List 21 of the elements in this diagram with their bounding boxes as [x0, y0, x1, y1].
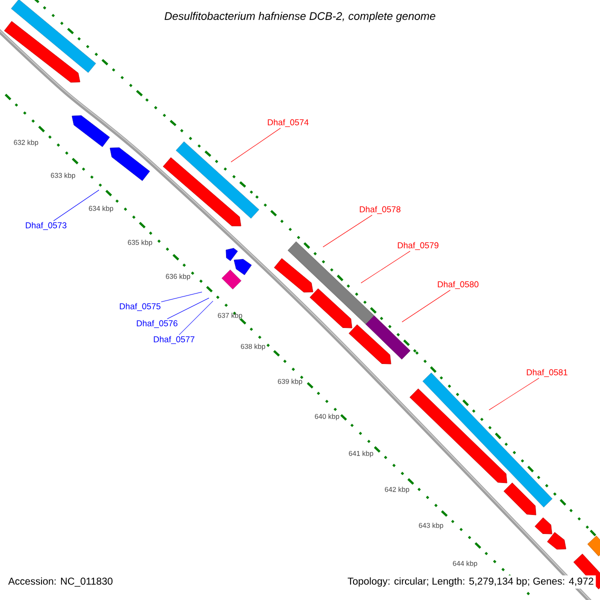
- gene-label: Dhaf_0574: [268, 119, 309, 127]
- gene-label: Dhaf_0580: [438, 281, 478, 289]
- leader-line: [402, 290, 450, 322]
- gene-label: Dhaf_0579: [398, 242, 438, 250]
- leader-line: [488, 378, 540, 410]
- leader-line: [360, 250, 410, 284]
- leader-line: [167, 298, 210, 320]
- leader-line: [53, 190, 100, 222]
- gene-label: Dhaf_0576: [136, 320, 178, 328]
- accession-label: Accession: NC_011830: [6, 575, 115, 589]
- gene-label: Dhaf_0578: [360, 206, 400, 214]
- gene-label: Dhaf_0581: [526, 369, 568, 377]
- leader-line: [178, 300, 214, 336]
- leader-line: [160, 292, 202, 302]
- gene-label: Dhaf_0575: [120, 303, 160, 311]
- leader-line: [230, 128, 281, 162]
- summary-label: Topology: circular; Length: 5,279,134 bp; Genes: 4,972: [346, 575, 596, 589]
- gene-label: Dhaf_0577: [154, 336, 194, 344]
- gene-label: Dhaf_0573: [26, 222, 66, 230]
- title: Desulfitobacterium hafniense DCB-2, complete genome: [164, 12, 436, 22]
- leader-line: [322, 214, 372, 248]
